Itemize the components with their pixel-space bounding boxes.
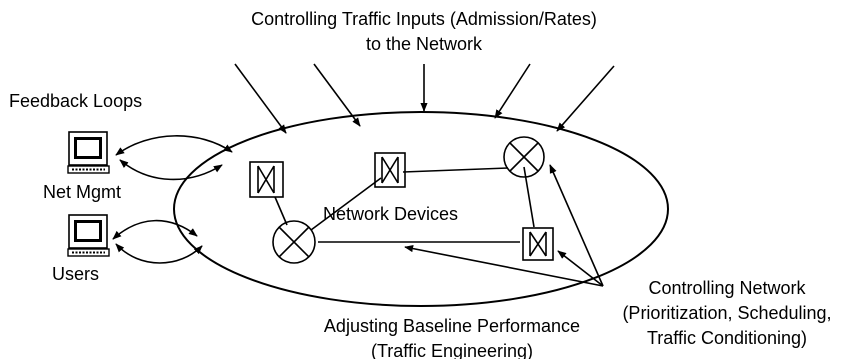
users-label: Users	[52, 264, 99, 284]
control-arrow-switch3	[557, 250, 604, 287]
computer-icon	[67, 214, 110, 257]
switch-icon	[374, 152, 406, 188]
bottom-label-line2: (Traffic Engineering)	[371, 341, 533, 359]
router-icon	[503, 136, 545, 178]
link-switch2-router2	[402, 167, 509, 173]
link-switch1-router1	[274, 196, 288, 226]
input-arrow-5	[556, 65, 615, 132]
bottom-label-line1: Adjusting Baseline Performance	[324, 316, 580, 336]
feedback-loop-users-lower	[115, 243, 203, 264]
feedback-loops-label: Feedback Loops	[9, 91, 142, 111]
switch-icon	[249, 161, 284, 198]
top-label-line1: Controlling Traffic Inputs (Admission/Ra…	[251, 9, 597, 29]
control-arrow-router1-link	[404, 245, 604, 287]
right-label-line2: (Prioritization, Scheduling,	[622, 303, 831, 323]
computer-icon	[67, 131, 110, 174]
feedback-loop-netmgmt-lower	[119, 159, 223, 181]
input-arrow-2	[313, 63, 361, 127]
right-label-line1: Controlling Network	[648, 278, 806, 298]
link-switch2-router1	[310, 177, 382, 231]
input-arrow-4	[494, 63, 531, 119]
network-devices-label: Network Devices	[323, 204, 458, 224]
switch-icon	[522, 227, 554, 261]
net-mgmt-label: Net Mgmt	[43, 182, 121, 202]
feedback-loop-netmgmt-upper	[115, 135, 233, 156]
router-icon	[272, 220, 316, 264]
feedback-loop-users-upper	[112, 219, 198, 240]
top-label-line2: to the Network	[366, 34, 483, 54]
right-label-line3: Traffic Conditioning)	[647, 328, 807, 348]
network-ellipse	[173, 111, 669, 307]
control-arrow-router2	[549, 164, 604, 287]
input-arrow-1	[234, 63, 287, 134]
